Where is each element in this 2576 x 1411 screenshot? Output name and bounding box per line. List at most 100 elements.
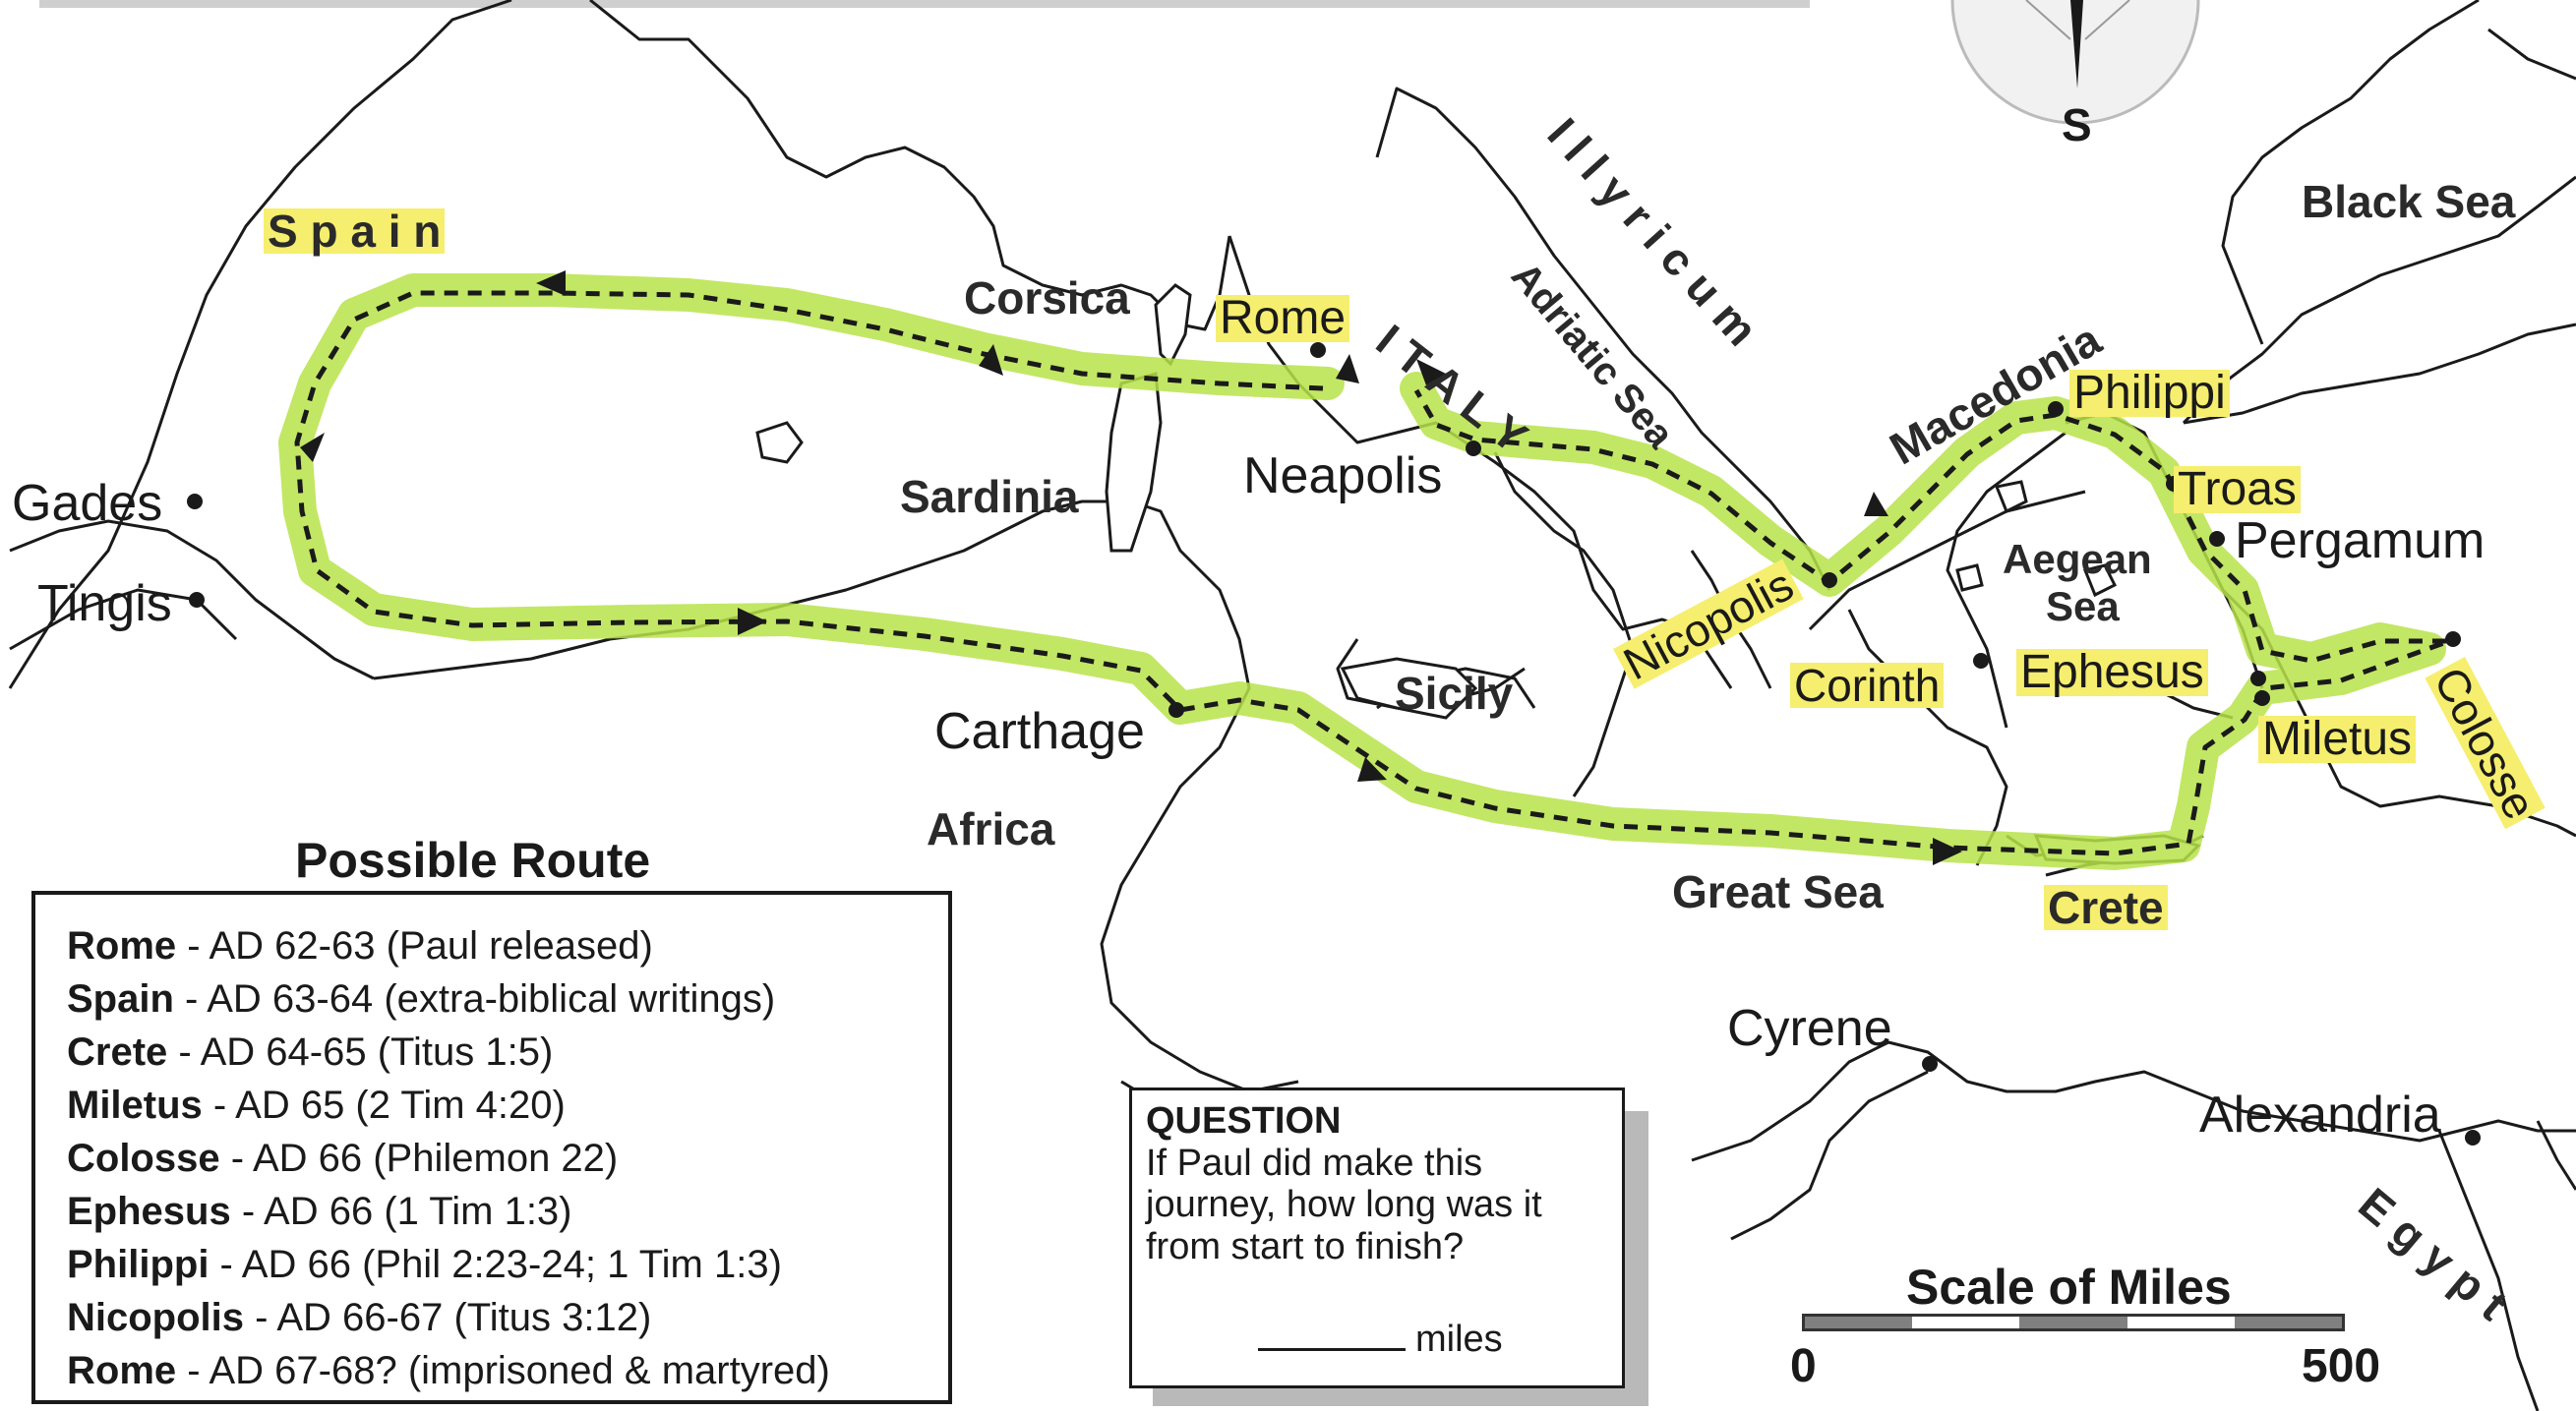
route-arrow: [738, 608, 767, 635]
legend-detail: - AD 64-65 (Titus 1:5): [167, 1030, 554, 1074]
legend-detail: - AD 67-68? (imprisoned & martyred): [176, 1349, 830, 1392]
legend-place: Rome: [67, 1349, 177, 1392]
island-corsica: Corsica: [964, 272, 1130, 323]
route-arrow: [1864, 492, 1888, 516]
city-cyrene: Cyrene: [1727, 1000, 1892, 1057]
top-frame-bar: [39, 0, 1810, 8]
legend-place: Spain: [67, 977, 174, 1021]
legend-detail: - AD 66-67 (Titus 3:12): [244, 1296, 652, 1339]
legend-place: Crete: [67, 1030, 168, 1074]
rome-dot: [1310, 342, 1326, 358]
sardinia-island: [1105, 372, 1163, 553]
legend-detail: - AD 66 (Phil 2:23-24; 1 Tim 1:3): [209, 1243, 782, 1286]
legend-detail: - AD 66 (Philemon 22): [219, 1137, 619, 1180]
legend-row: Ephesus - AD 66 (1 Tim 1:3): [67, 1190, 948, 1243]
aegean-island-a: [1994, 480, 2028, 514]
city-rome: Rome: [1216, 295, 1350, 342]
scale-segment: [2127, 1317, 2235, 1328]
scale-title: Scale of Miles: [1906, 1260, 2232, 1315]
corinth-dot: [1973, 653, 1989, 669]
city-corinth: Corinth: [1790, 663, 1945, 708]
legend-detail: - AD 62-63 (Paul released): [176, 924, 653, 968]
city-gades: Gades: [12, 475, 163, 532]
legend-row: Miletus - AD 65 (2 Tim 4:20): [67, 1084, 948, 1137]
legend-box: Rome - AD 62-63 (Paul released) Spain - …: [31, 891, 952, 1404]
city-troas: Troas: [2174, 466, 2301, 513]
ephesus-dot: [2250, 671, 2266, 686]
legend-row: Spain - AD 63-64 (extra-biblical writing…: [67, 977, 948, 1030]
scale-max: 500: [2302, 1340, 2381, 1392]
city-miletus: Miletus: [2258, 716, 2417, 763]
question-box: QUESTION If Paul did make this journey, …: [1129, 1088, 1625, 1388]
corsica-island: [1154, 283, 1192, 367]
alexandria-dot: [2465, 1130, 2481, 1146]
miletus-dot: [2254, 690, 2270, 706]
answer-unit: miles: [1415, 1319, 1503, 1360]
sea-great: Great Sea: [1672, 866, 1884, 917]
region-spain: S p a i n: [264, 208, 446, 254]
pergamum-dot: [2209, 531, 2225, 547]
legend-place: Ephesus: [67, 1190, 231, 1233]
route-arrow: [1416, 359, 1446, 385]
route-arrow: [300, 433, 325, 462]
island-crete: Crete: [2044, 885, 2168, 930]
sea-aegean-line1: Aegean: [2003, 536, 2152, 582]
scale-segment: [1912, 1317, 2020, 1328]
legend-row: Nicopolis - AD 66-67 (Titus 3:12): [67, 1296, 948, 1349]
legend-detail: - AD 66 (1 Tim 1:3): [230, 1190, 572, 1233]
compass-south-label: S: [2062, 99, 2092, 150]
route-arrow: [979, 344, 1003, 376]
legend-detail: - AD 65 (2 Tim 4:20): [202, 1084, 566, 1127]
nicopolis-dot: [1822, 572, 1837, 588]
scale-segment: [1805, 1317, 1913, 1328]
route-arrows: [300, 270, 1962, 865]
scale-min: 0: [1790, 1340, 1817, 1392]
route-arrow: [1336, 354, 1359, 383]
route-arrow: [1357, 757, 1387, 782]
legend-place: Colosse: [67, 1137, 220, 1180]
answer-blank[interactable]: [1258, 1348, 1406, 1351]
sea-black: Black Sea: [2302, 176, 2516, 227]
scale-segment: [2234, 1317, 2343, 1328]
city-tingis: Tingis: [37, 575, 172, 632]
legend-row: Philippi - AD 66 (Phil 2:23-24; 1 Tim 1:…: [67, 1243, 948, 1296]
question-text: If Paul did make this journey, how long …: [1146, 1142, 1542, 1267]
route-arrow: [1933, 838, 1962, 865]
legend-title: Possible Route: [295, 833, 651, 888]
city-pergamum: Pergamum: [2235, 512, 2486, 569]
legend-row: Rome - AD 67-68? (imprisoned & martyred): [67, 1349, 948, 1402]
colosse-dot: [2445, 631, 2461, 647]
compass-needle: [2070, 0, 2083, 88]
city-ephesus: Ephesus: [2016, 649, 2208, 696]
scale-segment: [2019, 1317, 2127, 1328]
legend-place: Philippi: [67, 1243, 210, 1286]
legend-place: Rome: [67, 924, 177, 968]
balearic-island: [755, 421, 804, 464]
cyrene-dot: [1922, 1056, 1938, 1072]
scale-bar: [1802, 1314, 2345, 1331]
city-carthage: Carthage: [934, 703, 1145, 760]
legend-place: Miletus: [67, 1084, 203, 1127]
tingis-dot: [189, 592, 205, 608]
legend-detail: - AD 63-64 (extra-biblical writings): [173, 977, 776, 1021]
gades-dot: [187, 494, 203, 509]
question-answer: miles: [1258, 1319, 1503, 1361]
sicily-island: [1340, 657, 1478, 720]
philippi-dot: [2048, 401, 2064, 417]
island-sardinia: Sardinia: [900, 471, 1079, 522]
route-line: [294, 290, 2452, 856]
compass-rose: [1950, 0, 2200, 125]
legend-row: Crete - AD 64-65 (Titus 1:5): [67, 1030, 948, 1084]
legend-row: Colosse - AD 66 (Philemon 22): [67, 1137, 948, 1190]
city-dots: [187, 342, 2481, 1146]
carthage-dot: [1168, 702, 1184, 718]
region-africa: Africa: [927, 803, 1055, 854]
question-heading: QUESTION: [1146, 1100, 1342, 1142]
route-arrow: [536, 270, 566, 296]
city-alexandria: Alexandria: [2199, 1087, 2441, 1144]
aegean-island-b: [1955, 563, 1984, 592]
sea-aegean-line2: Sea: [2046, 583, 2120, 629]
legend-place: Nicopolis: [67, 1296, 245, 1339]
city-philippi: Philippi: [2069, 370, 2230, 417]
city-neapolis: Neapolis: [1243, 447, 1443, 504]
